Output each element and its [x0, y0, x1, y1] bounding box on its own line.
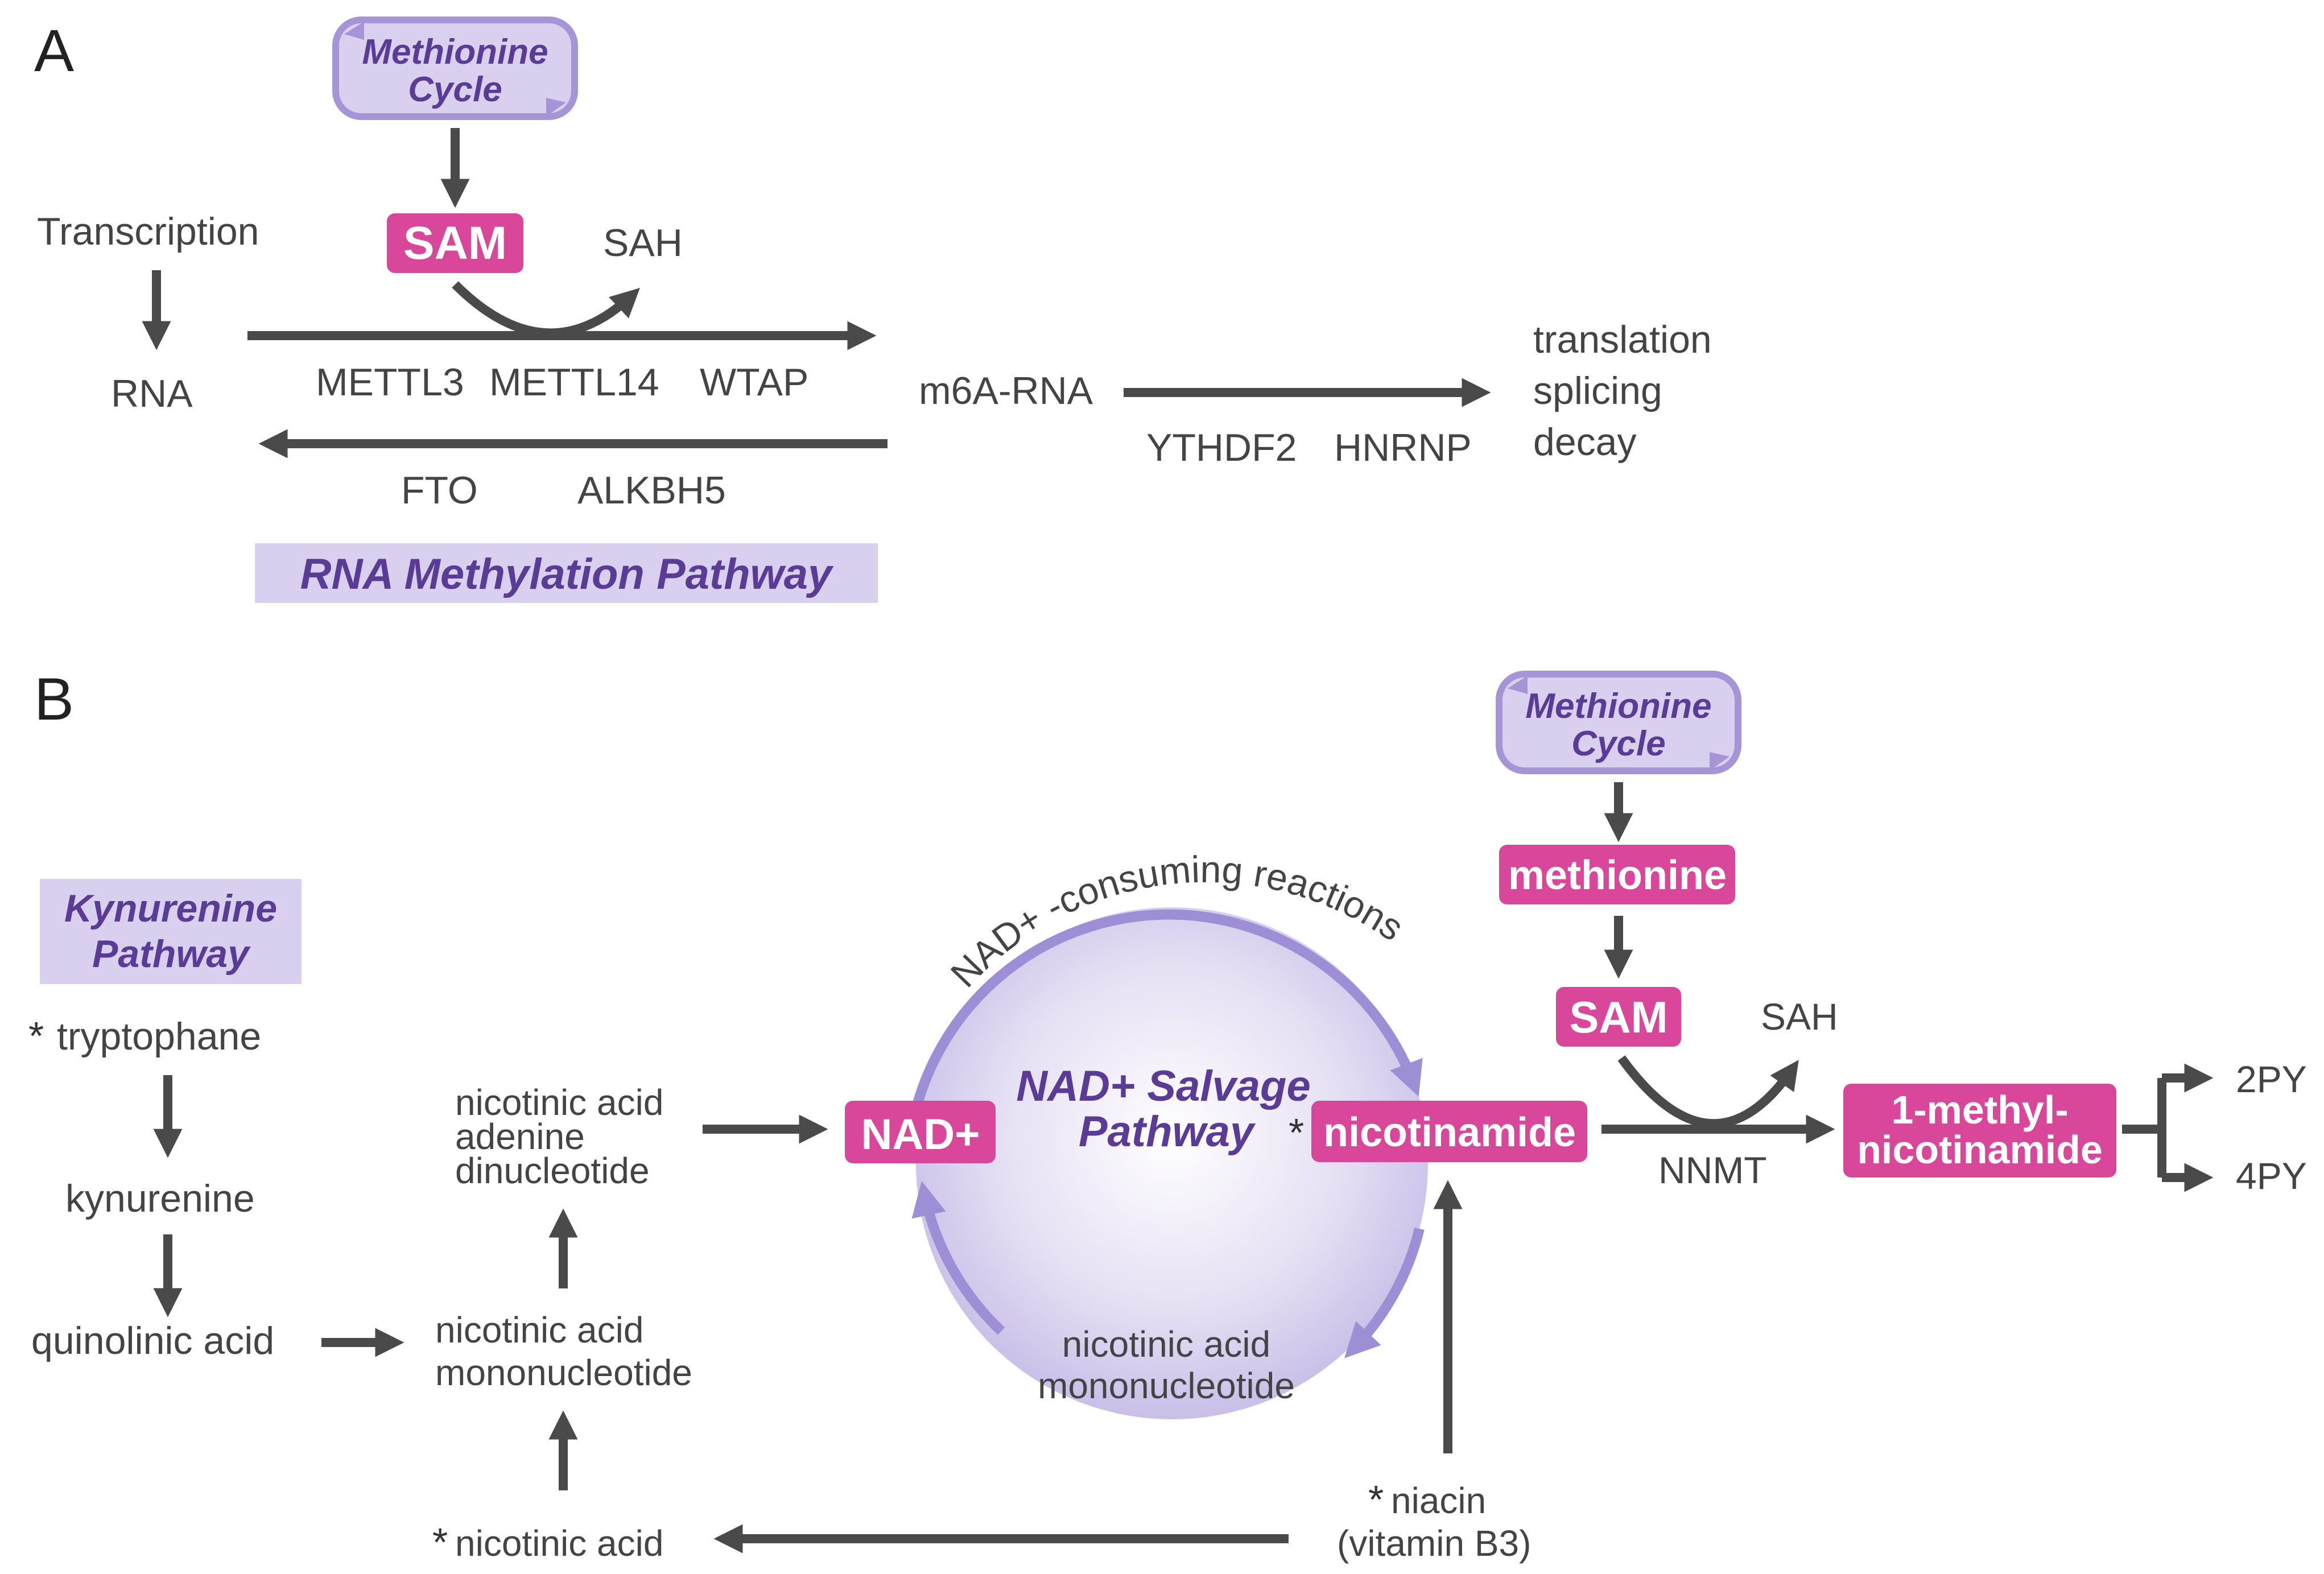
namn-circle-line2: mononucleotide	[1038, 1365, 1295, 1406]
nad-pill: NAD+	[845, 1101, 996, 1163]
rna-label: RNA	[111, 372, 193, 415]
reader-ythdf2: YTHDF2	[1146, 426, 1297, 469]
writer-wtap: WTAP	[700, 361, 808, 404]
eraser-fto: FTO	[401, 469, 478, 512]
mnam-line2: nicotinamide	[1857, 1127, 2103, 1172]
cycle-arrowhead-icon	[1508, 676, 1528, 694]
outcome-splicing: splicing	[1533, 369, 1662, 412]
arrow-consuming-arc	[911, 909, 1423, 1111]
methionine-cycle-line1: Methionine	[362, 32, 548, 72]
kynurenine-pathway-box: Kynurenine Pathway	[40, 879, 302, 984]
asterisk-tryptophane: *	[28, 1014, 44, 1058]
naad-line2: adenine	[455, 1116, 585, 1157]
niacin-line1: niacin	[1391, 1480, 1486, 1521]
quinolinic-acid-label: quinolinic acid	[31, 1319, 274, 1362]
asterisk-nicotinamide: *	[1289, 1110, 1304, 1155]
methionine-cycle-box-b: Methionine Cycle	[1496, 671, 1741, 774]
methionine-cycle-line2: Cycle	[408, 70, 502, 109]
sam-pill-a: SAM	[387, 213, 523, 273]
arrow-namn-to-nad-arc	[911, 1181, 1005, 1335]
rna-methylation-title-box: RNA Methylation Pathway	[255, 543, 878, 603]
methionine-cycle-b-line2: Cycle	[1571, 724, 1665, 763]
sam-pill-b: SAM	[1556, 987, 1681, 1047]
namn-left-line2: mononucleotide	[435, 1352, 692, 1393]
namn-circle-line1: nicotinic acid	[1062, 1324, 1270, 1365]
methionine-label: methionine	[1508, 853, 1727, 898]
cycle-arrowhead-icon	[344, 22, 364, 40]
py4-label: 4PY	[2236, 1155, 2307, 1197]
kynurenine-title-line1: Kynurenine	[64, 887, 277, 930]
panel-label-a: A	[34, 18, 74, 84]
writer-mettl3: METTL3	[316, 361, 464, 404]
namn-left-line1: nicotinic acid	[435, 1309, 643, 1350]
outcome-decay: decay	[1533, 420, 1636, 464]
arrow-nam-to-namn-arc	[1344, 1227, 1425, 1358]
nicotinamide-pill: nicotinamide	[1311, 1101, 1587, 1162]
reader-hnrnp: HNRNP	[1334, 426, 1472, 469]
methionine-cycle-box-a: Methionine Cycle	[332, 16, 578, 120]
sah-label-b: SAH	[1761, 995, 1838, 1038]
sah-label-a: SAH	[603, 221, 683, 265]
sam-label-a: SAM	[403, 217, 507, 269]
asterisk-nicotinic-acid: *	[432, 1520, 448, 1564]
arrow-sam-to-sah	[452, 281, 640, 338]
nad-label: NAD+	[861, 1110, 980, 1159]
py2-label: 2PY	[2236, 1058, 2307, 1100]
mnam-line1: 1-methyl-	[1891, 1088, 2068, 1132]
tryptophane-label: tryptophane	[57, 1015, 261, 1058]
naad-line1: nicotinic acid	[455, 1082, 663, 1123]
transcription-label: Transcription	[37, 210, 259, 253]
kynurenine-label: kynurenine	[65, 1177, 255, 1220]
naad-line3: dinucleotide	[455, 1150, 650, 1191]
asterisk-niacin: *	[1368, 1477, 1384, 1522]
mnam-pill: 1-methyl- nicotinamide	[1843, 1084, 2116, 1178]
panel-label-b: B	[34, 666, 74, 733]
outcome-translation: translation	[1533, 318, 1712, 361]
m6a-rna-label: m6A-RNA	[919, 369, 1093, 412]
rna-methylation-title: RNA Methylation Pathway	[300, 550, 834, 598]
cycle-arrowhead-icon	[1710, 752, 1729, 771]
cycle-arrowhead-icon	[546, 98, 566, 117]
salvage-title-line1: NAD+ Salvage	[1016, 1062, 1310, 1110]
salvage-circle	[916, 907, 1428, 1419]
methionine-pill: methionine	[1499, 845, 1735, 904]
methionine-cycle-b-line1: Methionine	[1525, 687, 1711, 726]
writer-mettl14: METTL14	[489, 361, 659, 404]
sam-label-b: SAM	[1569, 992, 1667, 1042]
niacin-line2: (vitamin B3)	[1337, 1523, 1531, 1564]
nicotinic-acid-label: nicotinic acid	[455, 1523, 663, 1564]
kynurenine-title-line2: Pathway	[92, 932, 251, 976]
salvage-title-line2: Pathway	[1079, 1108, 1256, 1156]
nicotinamide-label: nicotinamide	[1323, 1110, 1576, 1155]
eraser-alkbh5: ALKBH5	[577, 469, 726, 512]
arrow-sam-to-sah-b	[1617, 1055, 1799, 1129]
nnmt-label: NNMT	[1658, 1149, 1767, 1191]
